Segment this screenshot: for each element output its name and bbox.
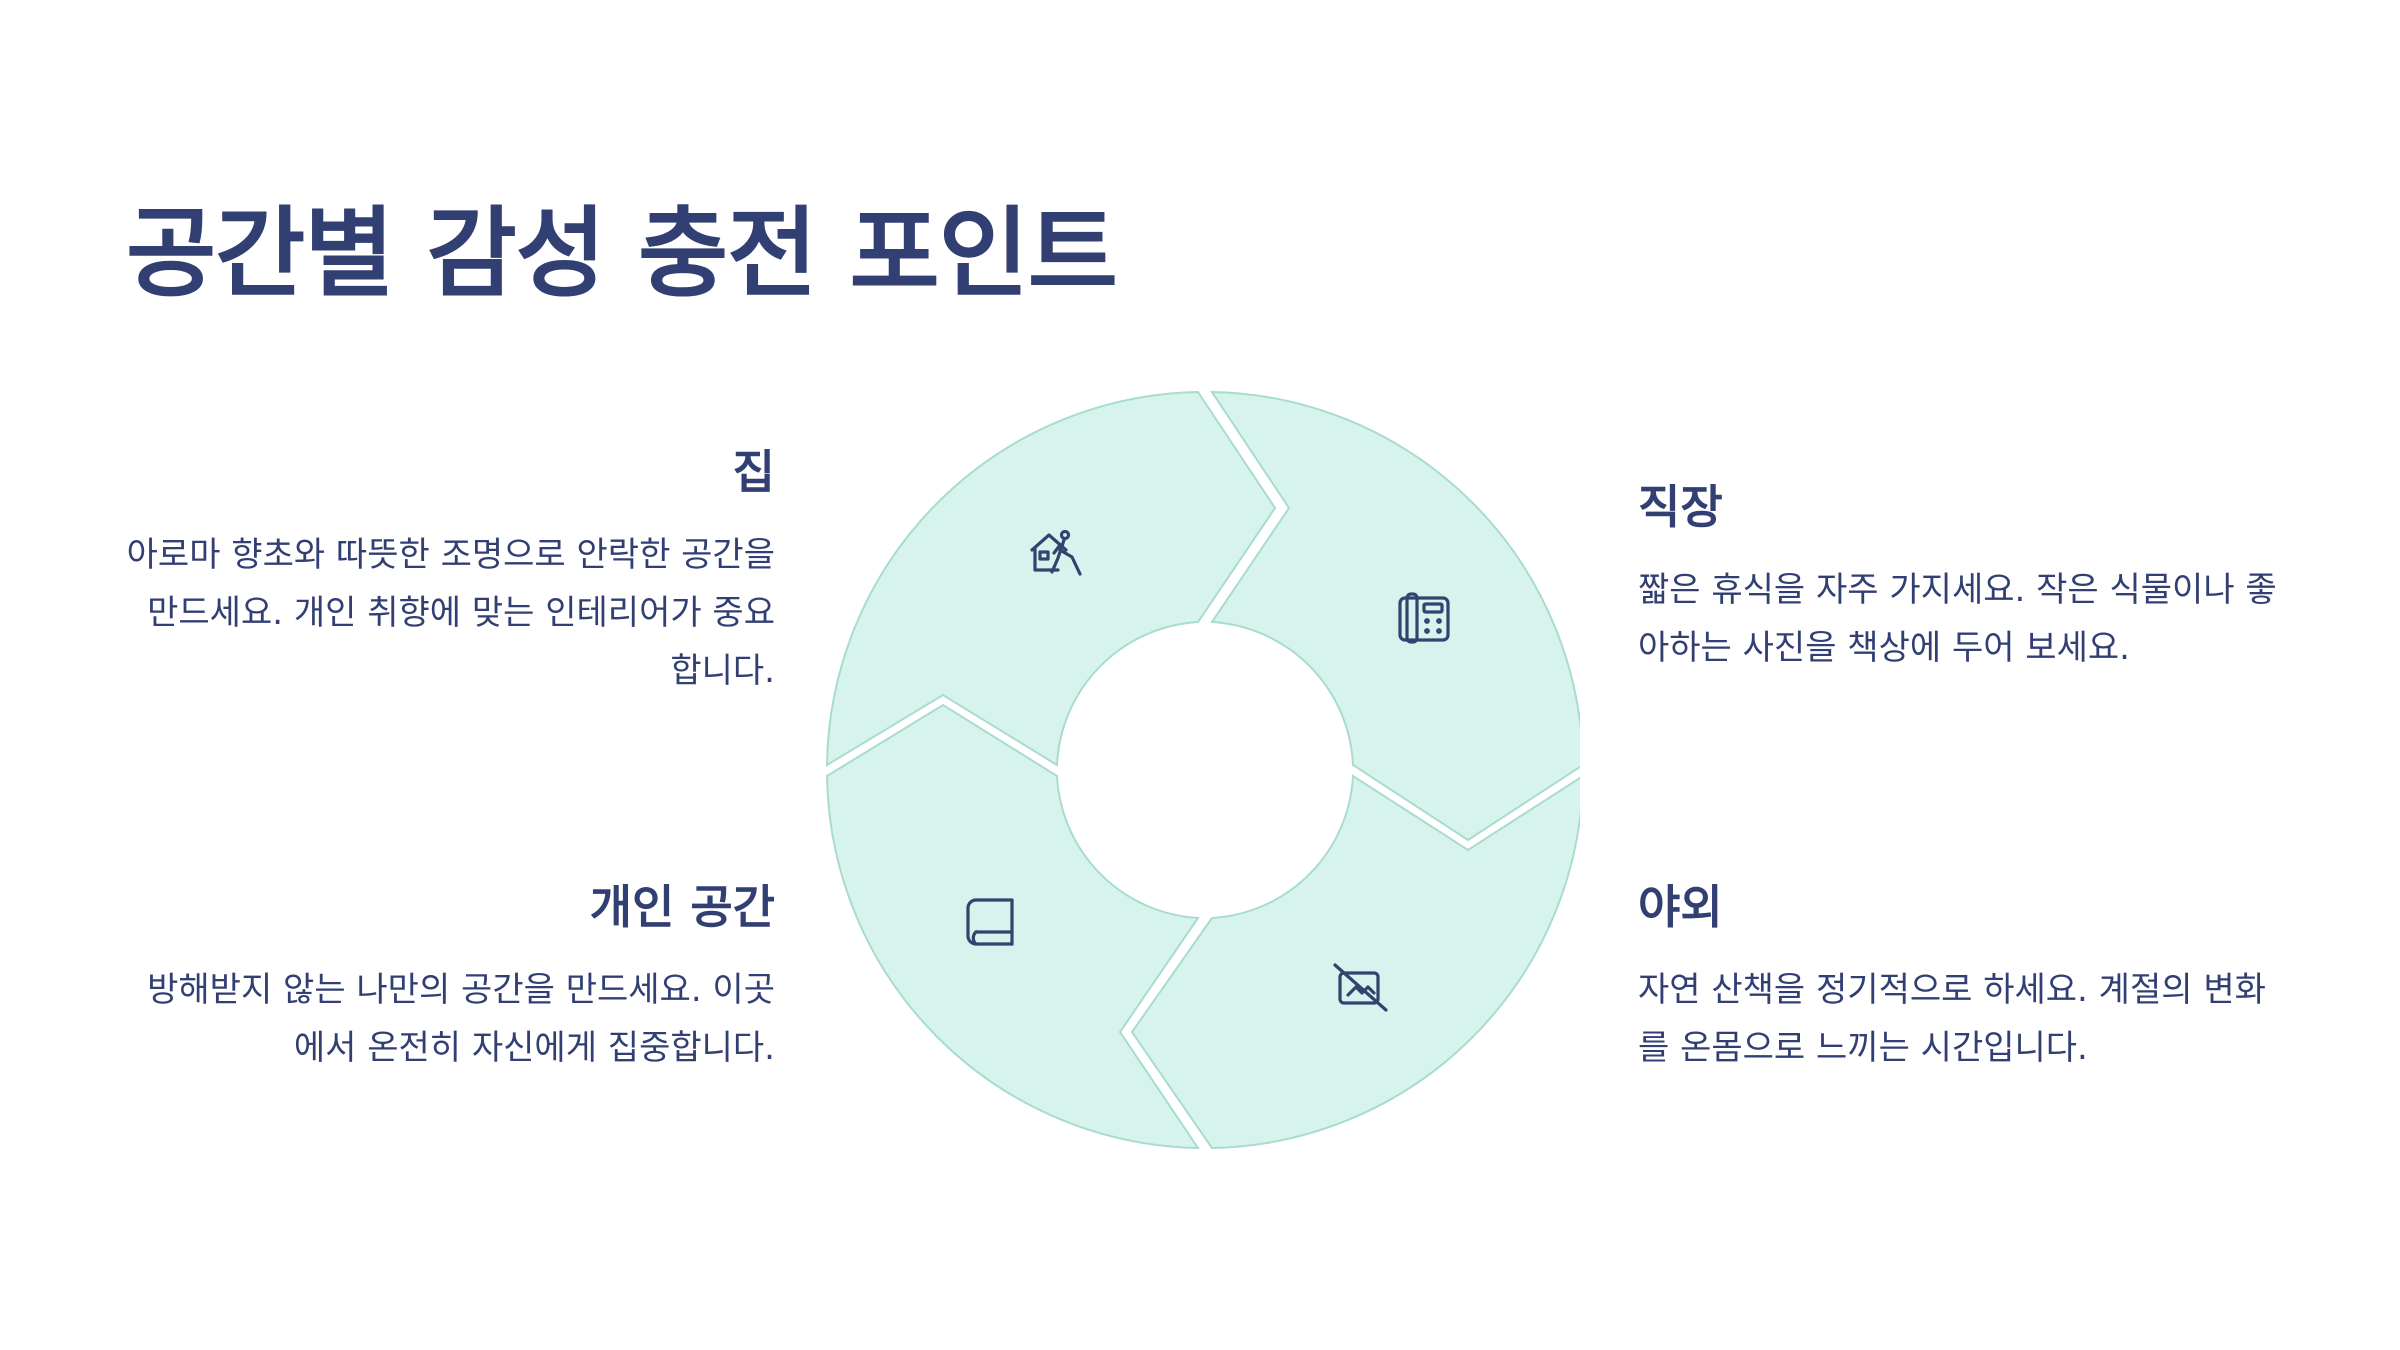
section-personal-space: 개인 공간 방해받지 않는 나만의 공간을 만드세요. 이곳에서 온전히 자신에… xyxy=(125,880,775,1077)
section-outdoor-heading: 야외 xyxy=(1638,880,1723,934)
segment-outdoor xyxy=(1130,774,1580,1150)
no-photo-icon xyxy=(1333,963,1388,1012)
section-workplace: 직장 짧은 휴식을 자주 가지세요. 작은 식물이나 좋아하는 사진을 책상에 … xyxy=(1638,480,2288,677)
section-home-body: 아로마 향초와 따뜻한 조명으로 안락한 공간을 만드세요. 개인 취향에 맞는… xyxy=(126,535,775,692)
section-outdoor: 야외 자연 산책을 정기적으로 하세요. 계절의 변화를 온몸으로 느끼는 시간… xyxy=(1638,880,2288,1077)
segment-home xyxy=(825,390,1277,767)
section-home: 집 아로마 향초와 따뜻한 조명으로 안락한 공간을 만드세요. 개인 취향에 … xyxy=(125,445,775,700)
section-personal-heading: 개인 공간 xyxy=(589,880,775,934)
home-person-icon xyxy=(1030,529,1082,576)
book-icon xyxy=(966,898,1014,946)
section-personal-body: 방해받지 않는 나만의 공간을 만드세요. 이곳에서 온전히 자신에게 집중합니… xyxy=(147,970,775,1069)
segment-workplace xyxy=(1210,390,1580,842)
section-outdoor-body: 자연 산책을 정기적으로 하세요. 계절의 변화를 온몸으로 느끼는 시간입니다… xyxy=(1638,970,2266,1069)
section-workplace-heading: 직장 xyxy=(1638,480,1723,534)
section-workplace-body: 짧은 휴식을 자주 가지세요. 작은 식물이나 좋아하는 사진을 책상에 두어 … xyxy=(1638,570,2277,669)
cycle-diagram xyxy=(825,390,1580,1150)
office-phone-icon xyxy=(1398,592,1450,644)
page-title: 공간별 감성 충전 포인트 xyxy=(126,197,1118,311)
section-home-heading: 집 xyxy=(732,445,775,499)
